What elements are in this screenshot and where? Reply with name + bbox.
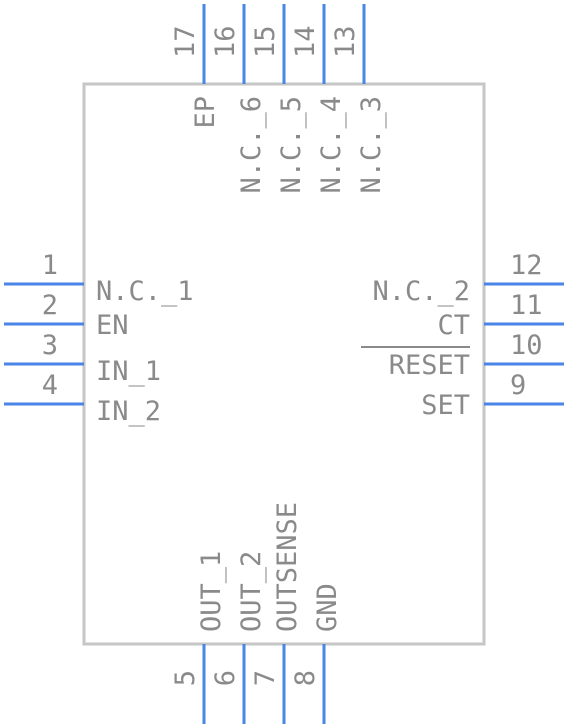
pin-number: 8 [290, 670, 321, 686]
pin-7: 7 OUTSENSE [250, 502, 303, 724]
pin-17: 17 EP [170, 4, 221, 129]
pin-13: 13 N.C._3 [330, 4, 387, 194]
pin-6: 6 OUT_2 [210, 551, 267, 724]
pin-label: EP [190, 96, 221, 129]
pin-number: 10 [510, 330, 543, 361]
pin-label: N.C._4 [316, 96, 347, 194]
pin-label: N.C._5 [276, 96, 307, 194]
pin-number: 2 [42, 290, 58, 321]
pin-label: GND [312, 583, 343, 632]
pin-number: 6 [210, 670, 241, 686]
pin-10: 10 RESET [361, 330, 564, 381]
pin-number: 15 [250, 25, 281, 58]
pin-number: 5 [170, 670, 201, 686]
pin-number: 17 [170, 25, 201, 58]
pin-8: 8 GND [290, 583, 343, 724]
pin-4: 4 IN_2 [4, 370, 161, 427]
pin-number: 16 [210, 25, 241, 58]
pin-label: EN [96, 310, 129, 341]
pin-3: 3 IN_1 [4, 330, 161, 387]
pin-label: OUTSENSE [272, 502, 303, 632]
pin-label: N.C._6 [236, 96, 267, 194]
pin-15: 15 N.C._5 [250, 4, 307, 194]
pin-number: 4 [42, 370, 58, 401]
pin-12: 12 N.C._2 [372, 250, 564, 307]
pin-number: 11 [510, 290, 543, 321]
pin-1: 1 N.C._1 [4, 250, 194, 307]
pin-14: 14 N.C._4 [290, 4, 347, 194]
pin-2: 2 EN [4, 290, 129, 341]
pin-16: 16 N.C._6 [210, 4, 267, 194]
pin-number: 13 [330, 25, 361, 58]
pin-label: IN_1 [96, 356, 161, 387]
pin-number: 14 [290, 25, 321, 58]
pin-label: OUT_1 [196, 551, 227, 632]
pin-label: CT [437, 310, 470, 341]
pin-label: SET [421, 390, 470, 421]
pin-number: 1 [42, 250, 58, 281]
pin-label: N.C._2 [372, 276, 470, 307]
pin-label: OUT_2 [236, 551, 267, 632]
pin-label: N.C._3 [356, 96, 387, 194]
pin-number: 3 [42, 330, 58, 361]
pin-number: 7 [250, 670, 281, 686]
pin-9: 9 SET [421, 370, 564, 421]
pin-label: RESET [389, 350, 470, 381]
pin-5: 5 OUT_1 [170, 551, 227, 724]
pin-number: 12 [510, 250, 543, 281]
pin-number: 9 [510, 370, 526, 401]
pin-label: IN_2 [96, 396, 161, 427]
pin-11: 11 CT [437, 290, 564, 341]
pin-label: N.C._1 [96, 276, 194, 307]
